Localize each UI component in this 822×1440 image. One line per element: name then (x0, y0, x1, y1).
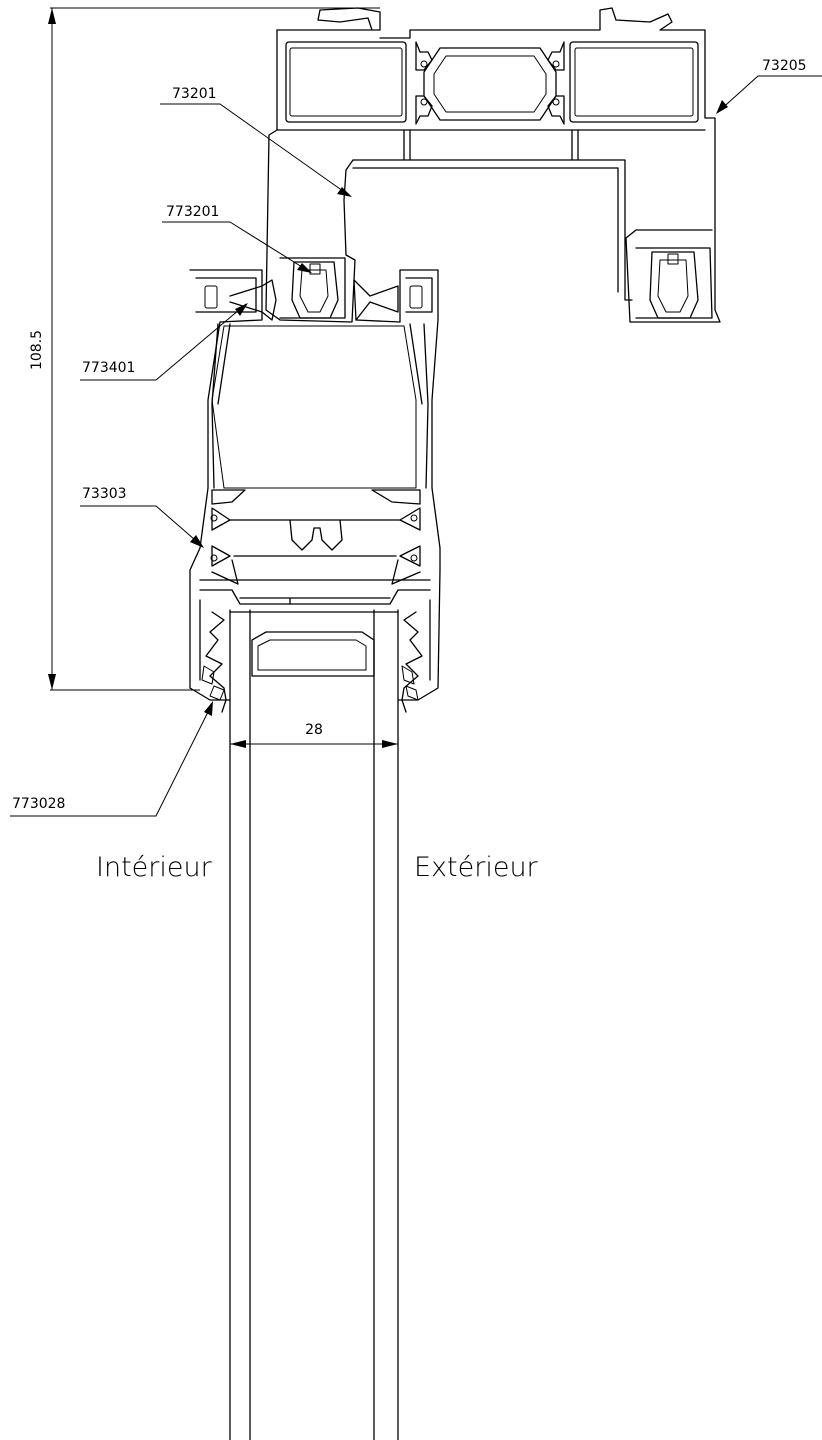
dimension-glass-width: 28 (230, 722, 398, 748)
callout-773401: 773401 (80, 303, 248, 381)
label-73205: 73205 (762, 58, 807, 74)
glazing-unit (229, 609, 399, 1440)
label-773201: 773201 (166, 204, 219, 220)
interior-side-label: Intérieur (96, 852, 213, 883)
label-773028: 773028 (12, 796, 65, 812)
frame-profile-73205 (265, 7, 721, 323)
dimension-height-label: 108.5 (29, 330, 45, 370)
callout-73201: 73201 (160, 86, 352, 197)
callout-73205: 73205 (716, 58, 822, 114)
dimension-glass-width-label: 28 (305, 722, 323, 738)
label-773401: 773401 (82, 360, 135, 376)
label-73303: 73303 (82, 486, 127, 502)
exterior-side-label: Extérieur (414, 852, 539, 883)
sash-profile-73303 (189, 269, 441, 713)
label-73201: 73201 (172, 86, 217, 102)
dimension-height: 108.5 (29, 7, 380, 691)
callout-773028: 773028 (10, 701, 213, 817)
callout-773201: 773201 (162, 204, 312, 273)
callout-73303: 73303 (80, 486, 204, 548)
